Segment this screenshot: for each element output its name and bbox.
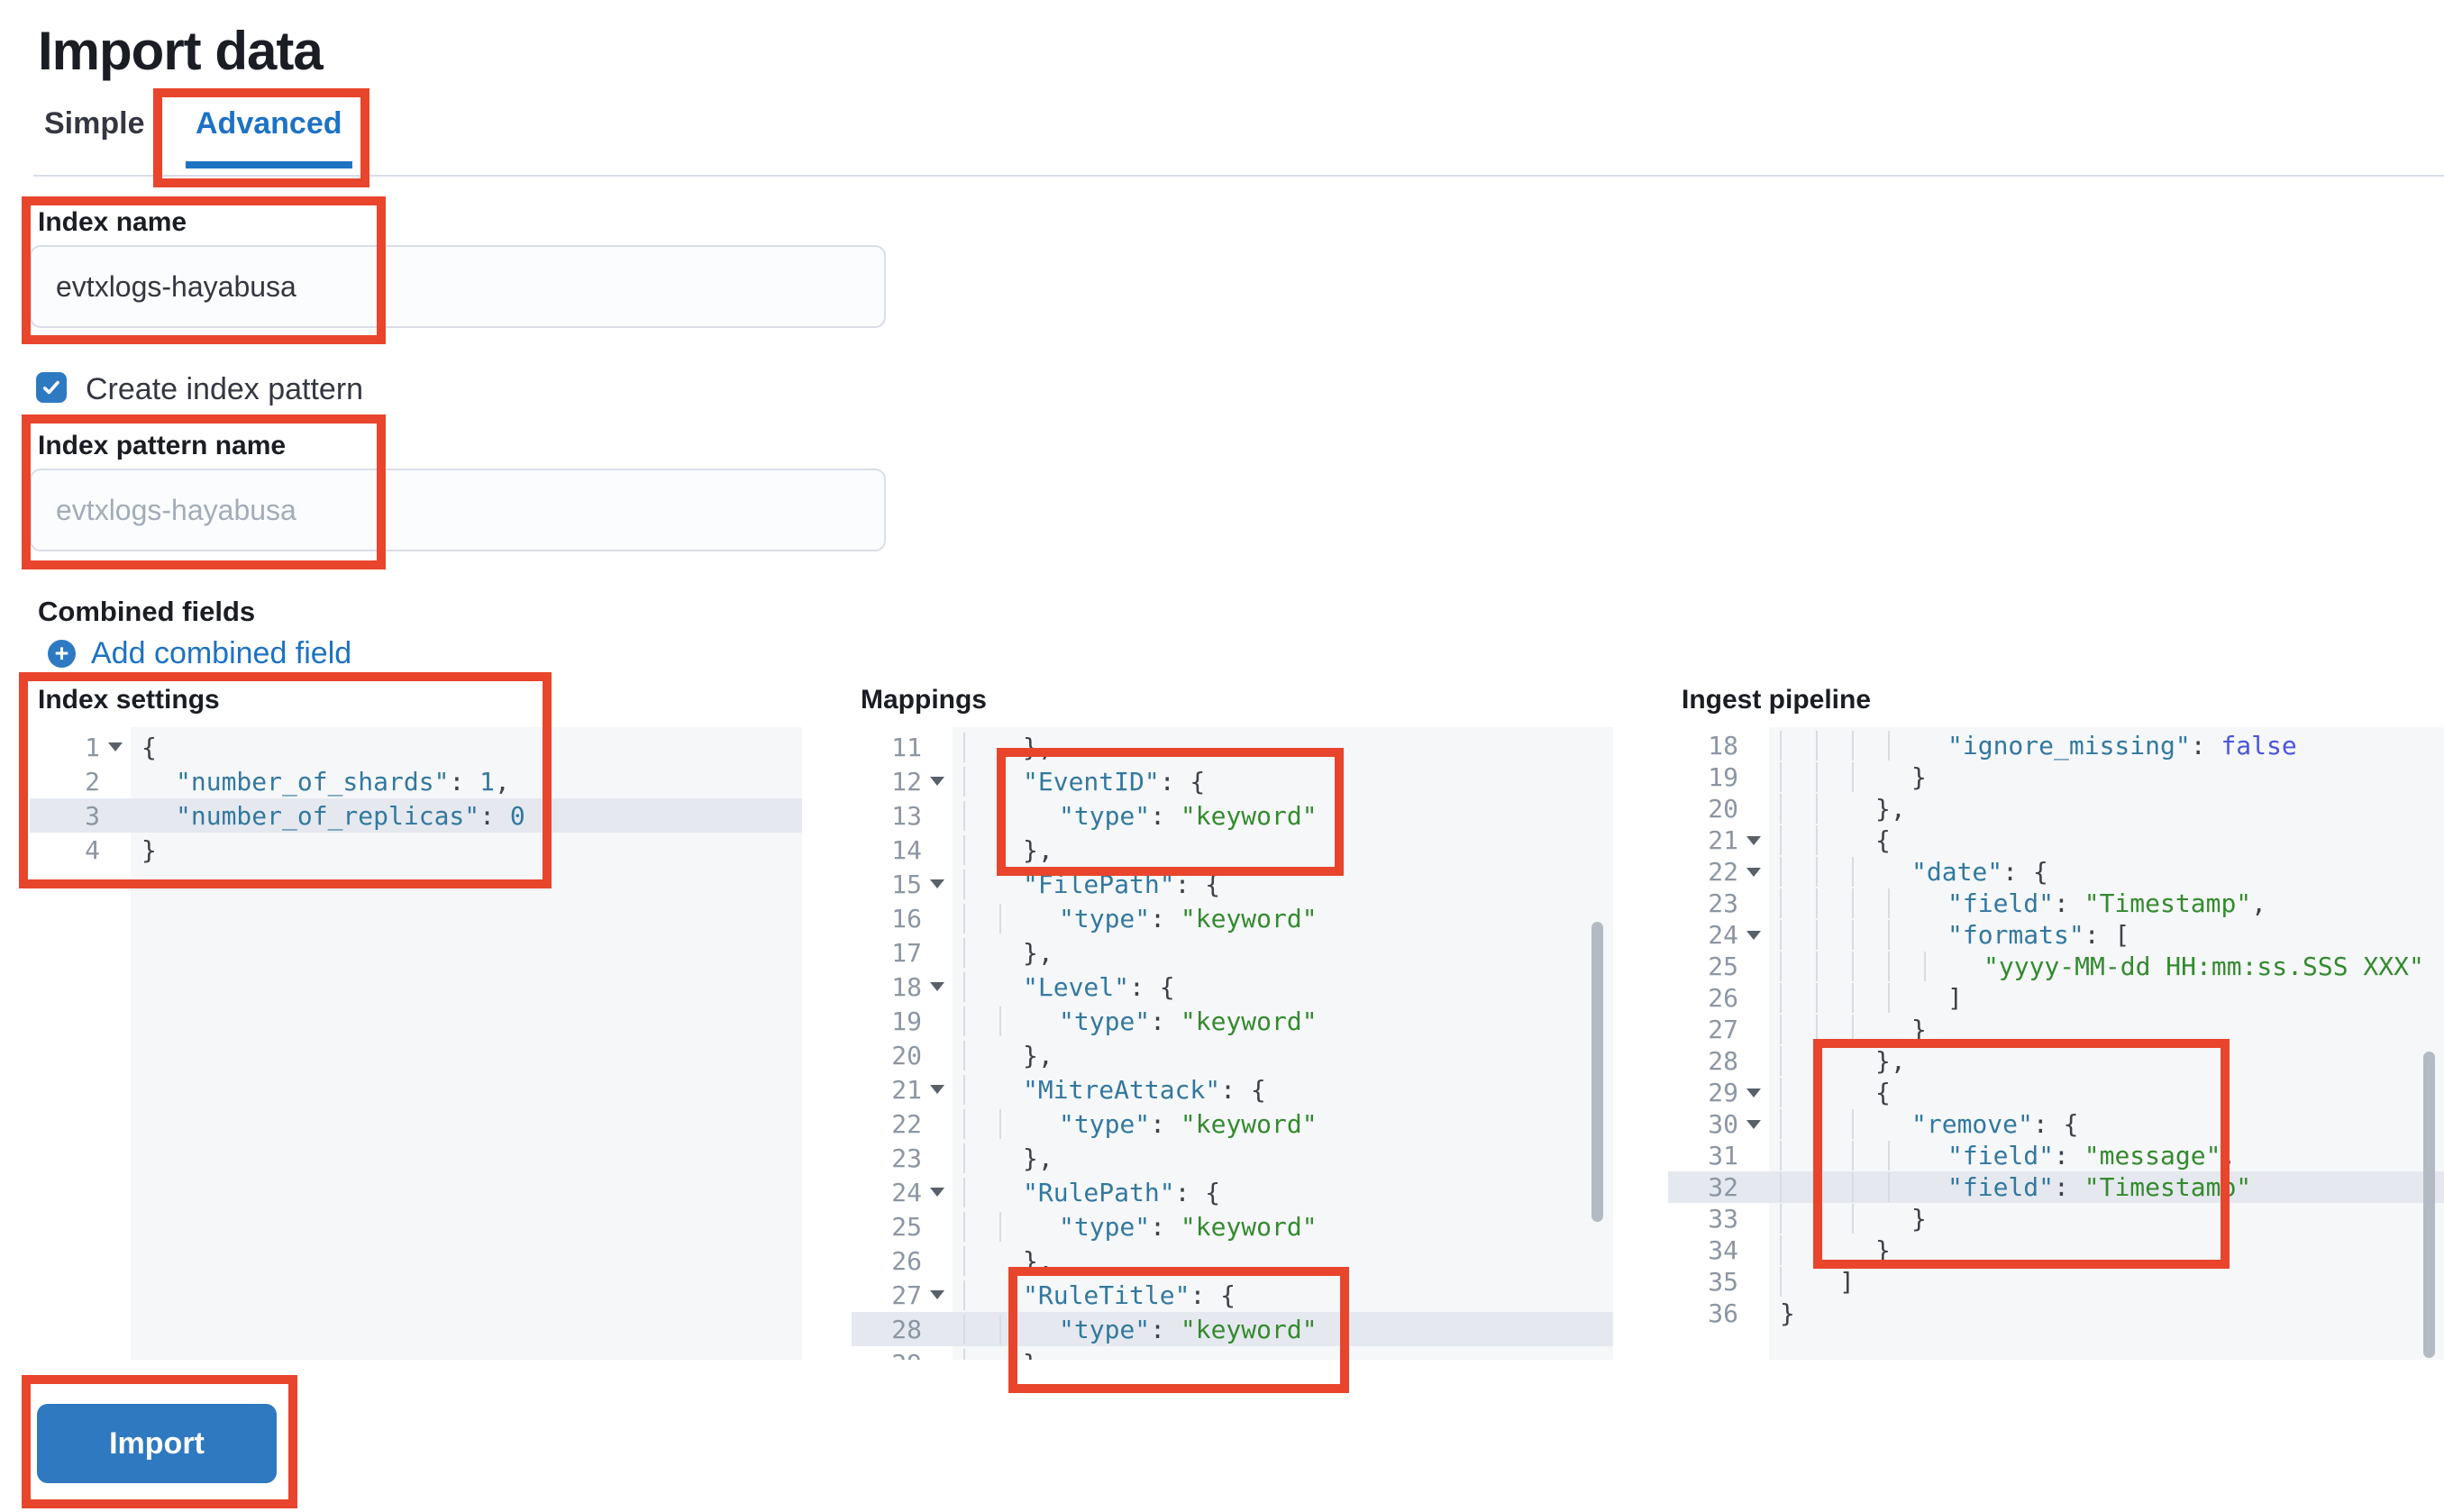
fold-arrow-icon[interactable] (1746, 930, 1761, 940)
code-line[interactable]: 17}, (891, 937, 1053, 968)
code-line[interactable]: 12"EventID": { (891, 766, 1206, 797)
mappings-label: Mappings (861, 685, 987, 715)
code-line[interactable]: 20}, (1708, 794, 1906, 824)
code-line[interactable]: 14}, (891, 834, 1053, 865)
tabs-divider (33, 175, 2444, 177)
code-line[interactable]: 22"date": { (1708, 857, 2048, 887)
index-settings-label: Index settings (38, 685, 220, 715)
mappings-scrollbar[interactable] (1591, 922, 1603, 1222)
index-name-input[interactable] (30, 245, 886, 328)
code-line[interactable]: 23}, (891, 1143, 1053, 1173)
code-line[interactable]: 25"type": "keyword" (891, 1211, 1318, 1242)
code-line[interactable]: 1{ (85, 732, 157, 762)
page-title: Import data (38, 21, 324, 81)
code-line[interactable]: 19} (1708, 762, 1927, 792)
index-pattern-name-label: Index pattern name (38, 431, 287, 460)
code-line[interactable]: 2"number_of_shards": 1, (85, 766, 510, 797)
mappings-editor[interactable]: 11}, 12"EventID": {13"type": "keyword"14}… (852, 727, 1613, 1360)
add-combined-field-label: Add combined field (91, 636, 352, 670)
fold-arrow-icon[interactable] (930, 777, 944, 786)
code-line[interactable]: 25"yyyy-MM-dd HH:mm:ss.SSS XXX" (1708, 952, 2424, 981)
create-index-pattern-label[interactable]: Create index pattern (86, 372, 364, 406)
code-line[interactable]: 31"field": "message", (1708, 1141, 2237, 1170)
tab-simple[interactable]: Simple (44, 106, 145, 141)
code-line[interactable]: 4} (85, 834, 157, 865)
code-line[interactable]: 24"RulePath": { (891, 1177, 1221, 1207)
tab-advanced[interactable]: Advanced (186, 94, 352, 169)
index-name-label: Index name (38, 207, 187, 237)
code-line[interactable]: 21{ (1708, 825, 1891, 855)
ingest-scrollbar[interactable] (2423, 1052, 2435, 1358)
code-line[interactable]: 35] (1708, 1267, 1855, 1297)
editor-gutter (852, 727, 953, 1360)
fold-arrow-icon[interactable] (1746, 835, 1761, 845)
add-combined-field-link[interactable]: + Add combined field (48, 636, 351, 671)
code-line[interactable]: 30"remove": { (1708, 1109, 2079, 1139)
ingest-pipeline-label: Ingest pipeline (1682, 685, 1872, 715)
import-button[interactable]: Import (37, 1404, 277, 1483)
code-line[interactable]: 24"formats": [ (1708, 920, 2130, 950)
fold-arrow-icon[interactable] (108, 742, 123, 751)
code-line[interactable]: 28}, (1708, 1046, 1906, 1076)
code-line[interactable]: 29{ (1708, 1078, 1891, 1107)
code-line[interactable]: 18"ignore_missing": false (1708, 731, 2297, 761)
code-line[interactable]: 21"MitreAttack": { (891, 1074, 1266, 1105)
code-line[interactable]: 15"FilePath": { (891, 869, 1221, 899)
editor-gutter (1668, 727, 1769, 1360)
code-line[interactable]: 28"type": "keyword" (852, 1312, 1613, 1346)
code-line[interactable]: 27} (1708, 1015, 1927, 1044)
fold-arrow-icon[interactable] (930, 982, 944, 991)
code-line[interactable]: 32"field": "Timestamp" (1668, 1171, 2444, 1203)
code-line[interactable]: 13"type": "keyword" (891, 800, 1318, 831)
index-pattern-name-input[interactable] (30, 469, 886, 551)
code-line[interactable]: 18"Level": { (891, 971, 1175, 1002)
code-line[interactable]: 34} (1708, 1235, 1891, 1265)
fold-arrow-icon[interactable] (930, 1290, 944, 1299)
code-line[interactable]: 22"type": "keyword" (891, 1108, 1318, 1139)
fold-arrow-icon[interactable] (930, 1085, 944, 1094)
code-line[interactable]: 36} (1708, 1298, 1795, 1328)
code-line[interactable]: 26}, (891, 1245, 1053, 1276)
plus-icon: + (48, 640, 76, 668)
code-line[interactable]: 23"field": "Timestamp", (1708, 888, 2267, 918)
code-line[interactable]: 19"type": "keyword" (891, 1006, 1318, 1036)
fold-arrow-icon[interactable] (930, 879, 944, 888)
code-line[interactable]: 26] (1708, 983, 1963, 1013)
create-index-pattern-checkbox[interactable] (36, 372, 67, 403)
code-line[interactable]: 20}, (891, 1040, 1053, 1070)
code-line[interactable]: 11}, (891, 732, 1053, 762)
checkmark-icon (41, 377, 62, 398)
code-line[interactable]: 16"type": "keyword" (891, 903, 1318, 934)
combined-fields-label: Combined fields (38, 596, 256, 627)
code-line[interactable]: 3"number_of_replicas": 0 (30, 798, 802, 833)
editor-gutter (30, 727, 131, 1360)
code-line[interactable]: 29}, (852, 1346, 1613, 1360)
fold-arrow-icon[interactable] (930, 1188, 944, 1197)
code-line[interactable]: 33} (1708, 1204, 1927, 1234)
fold-arrow-icon[interactable] (1746, 1088, 1761, 1098)
fold-arrow-icon[interactable] (1746, 1119, 1761, 1129)
code-line[interactable]: 27"RuleTitle": { (891, 1280, 1236, 1310)
index-settings-editor[interactable]: 1{ 2"number_of_shards": 1,3"number_of_rep… (30, 727, 802, 1360)
fold-arrow-icon[interactable] (1746, 867, 1761, 877)
